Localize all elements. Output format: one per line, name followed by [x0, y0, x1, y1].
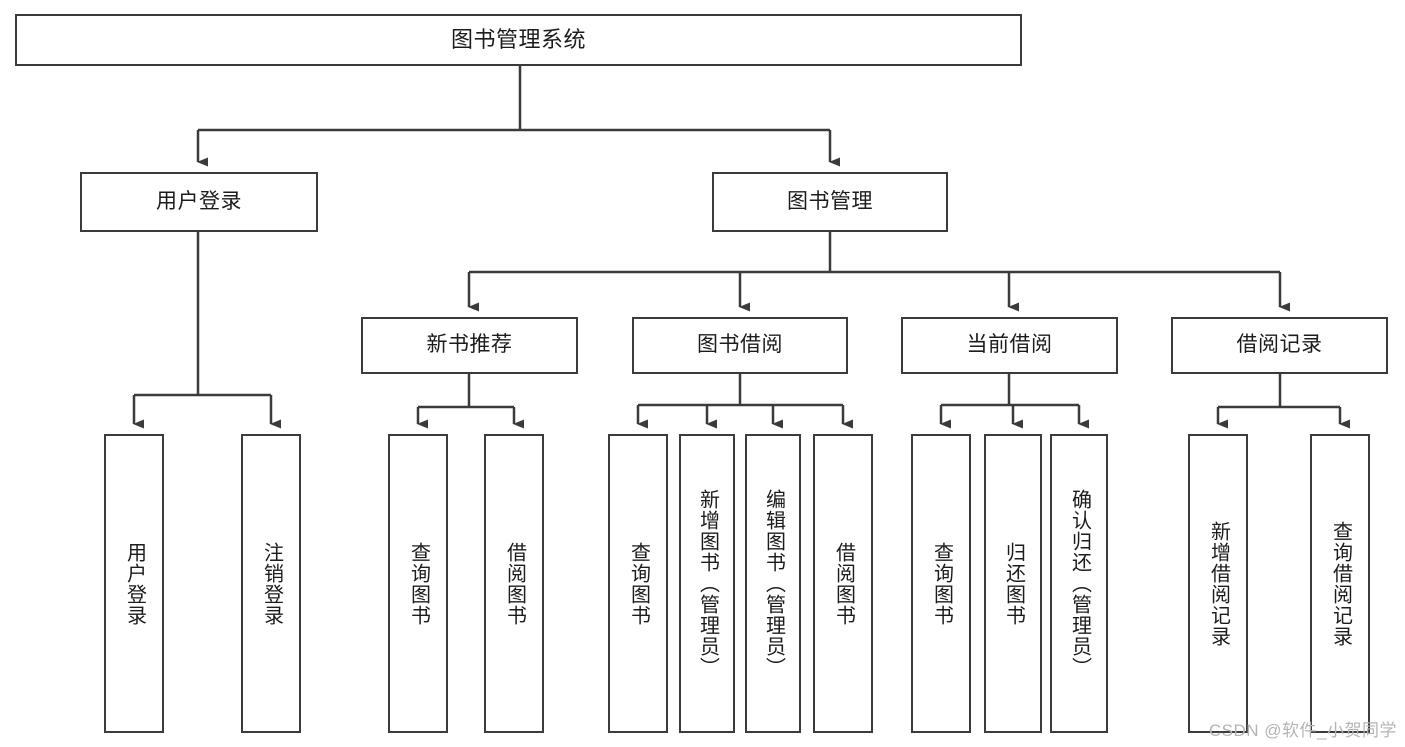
node-label: 图书借阅	[697, 333, 783, 357]
edge-group-new-book-rec	[416, 374, 524, 429]
node-label: 新书推荐	[426, 333, 513, 357]
node-label: 用户登录	[156, 189, 242, 213]
edge-group-current-borrow	[939, 374, 1089, 429]
leaf-logout[interactable]: 注销登录	[241, 434, 301, 733]
edge-group-borrow-record	[1216, 374, 1350, 429]
node-label: 新增借阅记录	[1207, 520, 1230, 647]
node-root-system[interactable]: 图书管理系统	[15, 14, 1022, 66]
leaf-lend-books-bb[interactable]: 借阅图书	[813, 434, 873, 733]
node-label: 查询图书	[627, 541, 650, 626]
node-label: 借阅记录	[1236, 333, 1323, 357]
node-borrow-record[interactable]: 借阅记录	[1171, 317, 1388, 374]
leaf-confirm-return-admin[interactable]: 确认归还（管理员）	[1050, 434, 1108, 733]
node-label: 借阅图书	[832, 541, 855, 626]
node-new-book-recommend[interactable]: 新书推荐	[361, 317, 578, 374]
node-user-login[interactable]: 用户登录	[80, 172, 318, 232]
node-label: 注销登录	[260, 541, 283, 626]
leaf-return-books[interactable]: 归还图书	[984, 434, 1042, 733]
node-book-management[interactable]: 图书管理	[712, 172, 948, 232]
node-label: 借阅图书	[503, 541, 526, 626]
edge-group-user-login	[132, 232, 281, 429]
node-label: 图书管理	[787, 189, 873, 213]
node-label: 归还图书	[1002, 541, 1025, 626]
node-current-borrow[interactable]: 当前借阅	[901, 317, 1118, 374]
node-book-borrow[interactable]: 图书借阅	[632, 317, 848, 374]
leaf-query-borrow-record[interactable]: 查询借阅记录	[1310, 434, 1370, 733]
leaf-add-borrow-record[interactable]: 新增借阅记录	[1188, 434, 1248, 733]
node-label: 图书管理系统	[450, 27, 586, 53]
leaf-edit-book-admin[interactable]: 编辑图书（管理员）	[745, 434, 801, 733]
edge-group-book-manage	[467, 232, 1290, 312]
edge-group-book-borrow	[636, 374, 853, 429]
node-label: 确认归还（管理员）	[1068, 489, 1091, 678]
leaf-borrow-books-nbr[interactable]: 借阅图书	[484, 434, 544, 733]
leaf-query-books-nbr[interactable]: 查询图书	[388, 434, 448, 733]
node-label: 查询图书	[407, 541, 430, 626]
leaf-query-books-cb[interactable]: 查询图书	[911, 434, 971, 733]
edge-group-root	[196, 66, 840, 167]
node-label: 编辑图书（管理员）	[762, 489, 785, 678]
node-label: 新增图书（管理员）	[696, 489, 719, 678]
node-label: 查询图书	[930, 541, 953, 626]
leaf-user-login[interactable]: 用户登录	[104, 434, 164, 733]
leaf-add-book-admin[interactable]: 新增图书（管理员）	[679, 434, 735, 733]
node-label: 查询借阅记录	[1329, 520, 1352, 647]
node-label: 当前借阅	[966, 333, 1053, 357]
watermark-text: CSDN @软件_小贺同学	[1208, 721, 1397, 740]
node-label: 用户登录	[123, 541, 146, 626]
leaf-query-books-bb[interactable]: 查询图书	[608, 434, 668, 733]
